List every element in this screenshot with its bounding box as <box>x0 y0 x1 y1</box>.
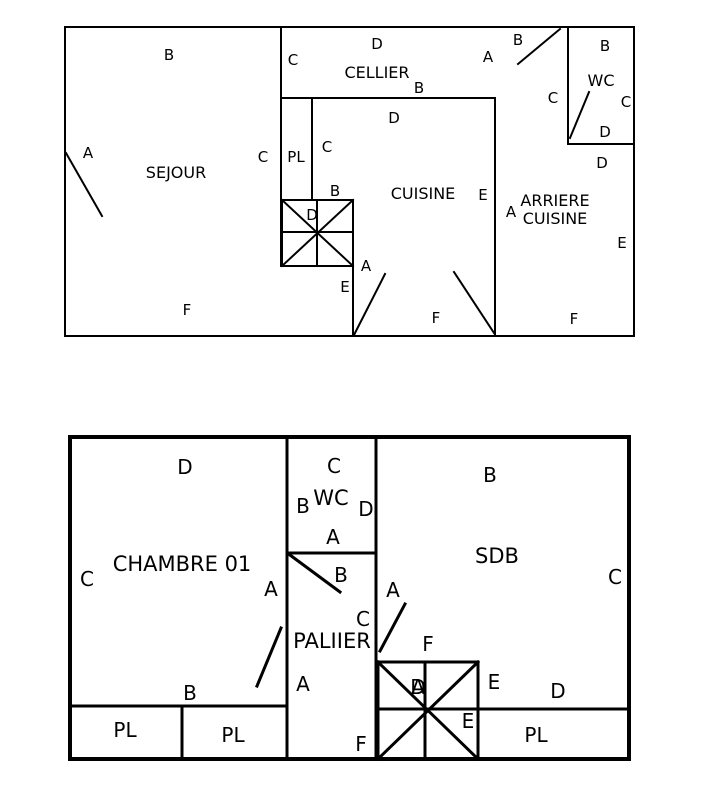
wall-letter: B <box>414 79 424 97</box>
door-wc <box>287 552 343 595</box>
wall-letter: F <box>422 632 434 656</box>
door-chambre <box>255 626 283 688</box>
wall-letter: C <box>621 93 631 111</box>
wall-letter: F <box>432 309 441 327</box>
wall-letter: A <box>411 675 425 699</box>
wall-letter: C <box>288 51 298 69</box>
wall-letter: B <box>296 494 310 518</box>
wall-letter: B <box>330 182 340 200</box>
room-label-placard: PL <box>524 723 548 747</box>
upper-floor-plan: CHAMBRE 01 WC SDB PALIIER PL PL PL D C A… <box>68 435 631 762</box>
wall-letter: B <box>483 463 497 487</box>
wall-letter: A <box>506 203 517 221</box>
room-label-wc: WC <box>313 486 348 510</box>
room-label-cellier: CELLIER <box>344 63 409 82</box>
wc-outline <box>567 26 635 145</box>
wall-letter: E <box>488 670 501 694</box>
wall-letter: B <box>183 681 197 705</box>
door-cuisine-east <box>452 270 496 335</box>
room-label-wc: WC <box>588 71 615 90</box>
wall-letter: C <box>608 565 622 589</box>
wall-letter: C <box>327 454 341 478</box>
wall-letter: C <box>356 607 370 631</box>
wall-letter: A <box>386 578 400 602</box>
wall-letter: A <box>296 672 310 696</box>
wall-letter: A <box>483 48 494 66</box>
wall-letter: C <box>548 89 558 107</box>
wall-letter: C <box>258 148 268 166</box>
wall-letter: F <box>355 732 367 756</box>
wall-letter: A <box>264 577 278 601</box>
room-label-placard: PL <box>113 718 137 742</box>
ground-floor-outline <box>64 26 635 337</box>
wall-letter: E <box>617 234 626 252</box>
wall-letter: E <box>462 709 475 733</box>
wall-letter: D <box>550 679 565 703</box>
wall-letter: D <box>599 123 611 141</box>
room-label-arriere-cuisine: CUISINE <box>523 209 588 228</box>
ground-floor-plan: SEJOUR CELLIER CUISINE ARRIERE CUISINE W… <box>64 26 635 337</box>
wall-letter: E <box>478 186 487 204</box>
wall-letter: D <box>388 109 400 127</box>
wall-letter: D <box>177 455 192 479</box>
door-sejour <box>64 151 104 218</box>
room-label-palier: PALIIER <box>293 629 371 653</box>
wall-letter: A <box>361 257 372 275</box>
room-label-arriere-cuisine: ARRIERE <box>520 191 589 210</box>
door-arriere-cuisine <box>516 27 562 66</box>
room-label-sejour: SEJOUR <box>146 163 206 182</box>
wall-letter: D <box>596 154 608 172</box>
wall-letter: B <box>513 31 523 49</box>
room-label-sdb: SDB <box>475 544 519 568</box>
door-cuisine-west <box>352 272 387 337</box>
wall-letter: E <box>340 278 349 296</box>
room-label-chambre: CHAMBRE 01 <box>113 552 252 576</box>
wall-letter: A <box>83 144 94 162</box>
door-wc <box>568 90 591 140</box>
wall-letter: B <box>334 563 348 587</box>
wall-letter: B <box>600 37 610 55</box>
room-label-placard: PL <box>287 148 305 166</box>
wall-letter: A <box>326 525 340 549</box>
wall-letter: F <box>570 310 579 328</box>
room-label-placard: PL <box>221 723 245 747</box>
wall-letter: D <box>410 675 425 699</box>
wall-letter: D <box>371 35 383 53</box>
room-label-cuisine: CUISINE <box>391 184 456 203</box>
door-sdb <box>377 601 408 654</box>
wall-letter: B <box>164 46 174 64</box>
wall-letter: C <box>80 567 94 591</box>
wall-letter: D <box>306 206 318 224</box>
upper-floor-outline <box>68 435 631 761</box>
wall-letter: F <box>183 301 192 319</box>
wall-letter: D <box>358 497 373 521</box>
wall-letter: C <box>322 138 332 156</box>
